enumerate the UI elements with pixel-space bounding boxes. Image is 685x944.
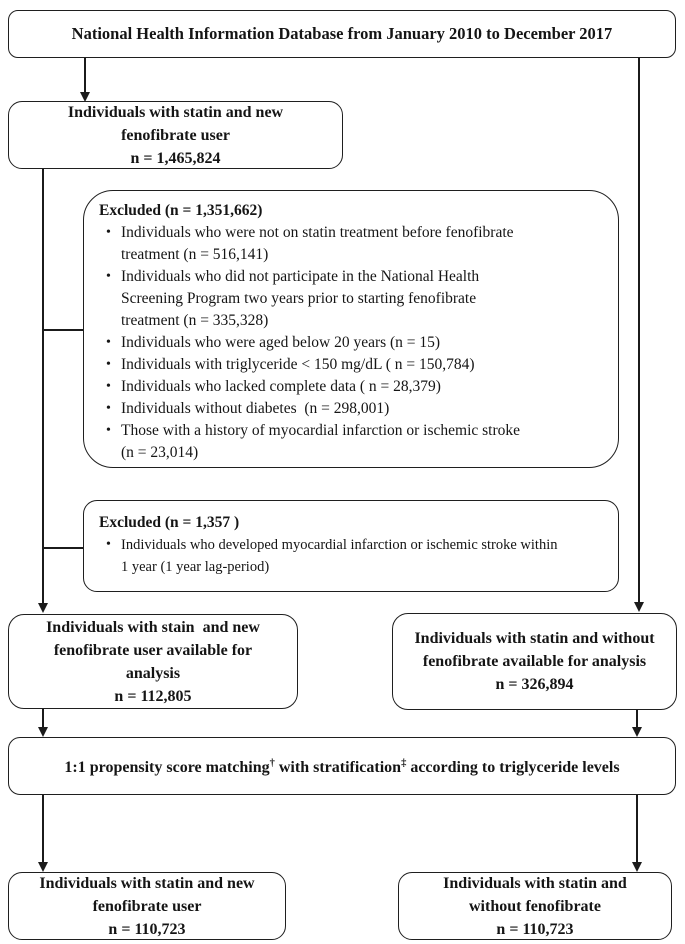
bullet-icon: • <box>106 423 111 438</box>
list-item: • Those with a history of myocardial inf… <box>99 420 608 464</box>
excluded-primary-item-5: Individuals who lacked complete data ( n… <box>121 378 441 395</box>
control-analysis-box: Individuals with statin and without feno… <box>392 613 677 710</box>
double-dagger-icon: ‡ <box>401 758 407 769</box>
arrow-database-to-cohort-line <box>84 58 86 93</box>
arrow-control-to-matching-line <box>636 710 638 728</box>
bullet-icon: • <box>106 401 111 416</box>
matching-text-part2: with stratification <box>274 759 402 776</box>
bullet-icon: • <box>106 225 111 240</box>
arrow-database-to-cohort-head <box>80 92 90 102</box>
arrow-cohort-to-analysis-head <box>38 603 48 613</box>
arrow-cohort-to-analysis-line <box>42 169 44 604</box>
fenofibrate-analysis-box: Individuals with stain and new fenofibra… <box>8 614 298 709</box>
list-item: • Individuals with triglyceride < 150 mg… <box>99 354 608 376</box>
arrow-matching-to-control-line <box>636 795 638 863</box>
fenofibrate-matched-text: Individuals with statin and new fenofibr… <box>39 874 255 938</box>
excluded-lag-box: Excluded (n = 1,357 ) • Individuals who … <box>83 500 619 592</box>
dagger-icon: † <box>269 758 275 769</box>
excluded-primary-item-3: Individuals who were aged below 20 years… <box>121 334 441 351</box>
list-item: • Individuals who were aged below 20 yea… <box>99 332 608 354</box>
cohort-box: Individuals with statin and new fenofibr… <box>8 101 343 169</box>
fenofibrate-analysis-text: Individuals with stain and new fenofibra… <box>46 618 260 705</box>
arrow-control-to-matching-head <box>632 727 642 737</box>
arrow-fenofibrate-to-matching-head <box>38 727 48 737</box>
control-matched-text: Individuals with statin and without feno… <box>443 874 627 938</box>
arrow-matching-to-fenofibrate-line <box>42 795 44 863</box>
cohort-box-text: Individuals with statin and new fenofibr… <box>67 103 284 167</box>
branch-to-excluded-primary-line <box>43 329 84 331</box>
arrow-database-to-control-head <box>634 602 644 612</box>
bullet-icon: • <box>106 335 111 350</box>
excluded-lag-title: Excluded (n = 1,357 ) <box>99 514 240 531</box>
excluded-lag-list: • Individuals who developed myocardial i… <box>99 534 608 578</box>
database-box: National Health Information Database fro… <box>8 10 676 58</box>
bullet-icon: • <box>106 537 111 552</box>
arrow-matching-to-control-head <box>632 862 642 872</box>
list-item: • Individuals without diabetes (n = 298,… <box>99 398 608 420</box>
list-item: • Individuals who did not participate in… <box>99 266 608 332</box>
excluded-primary-item-7: Those with a history of myocardial infar… <box>121 422 521 461</box>
excluded-primary-list: • Individuals who were not on statin tre… <box>99 222 608 464</box>
excluded-primary-item-1: Individuals who were not on statin treat… <box>121 224 514 263</box>
arrow-database-to-control-line <box>638 58 640 603</box>
excluded-primary-item-4: Individuals with triglyceride < 150 mg/d… <box>121 356 475 373</box>
fenofibrate-matched-box: Individuals with statin and new fenofibr… <box>8 872 286 940</box>
branch-to-excluded-lag-line <box>43 547 84 549</box>
bullet-icon: • <box>106 379 111 394</box>
excluded-primary-item-2: Individuals who did not participate in t… <box>121 268 480 329</box>
database-box-text: National Health Information Database fro… <box>71 24 613 43</box>
excluded-primary-item-6: Individuals without diabetes (n = 298,00… <box>121 400 390 417</box>
bullet-icon: • <box>106 269 111 284</box>
arrow-fenofibrate-to-matching-line <box>42 709 44 728</box>
matching-text-part1: 1:1 propensity score matching <box>64 759 270 776</box>
list-item: • Individuals who were not on statin tre… <box>99 222 608 266</box>
excluded-lag-item-1: Individuals who developed myocardial inf… <box>121 537 558 575</box>
bullet-icon: • <box>106 357 111 372</box>
list-item: • Individuals who lacked complete data (… <box>99 376 608 398</box>
control-matched-box: Individuals with statin and without feno… <box>398 872 672 940</box>
list-item: • Individuals who developed myocardial i… <box>99 534 608 578</box>
matching-box: 1:1 propensity score matching† with stra… <box>8 737 676 795</box>
arrow-matching-to-fenofibrate-head <box>38 862 48 872</box>
excluded-primary-box: Excluded (n = 1,351,662) • Individuals w… <box>83 190 619 468</box>
control-analysis-text: Individuals with statin and without feno… <box>414 630 655 693</box>
matching-text-part3: according to triglyceride levels <box>406 759 620 776</box>
excluded-primary-title: Excluded (n = 1,351,662) <box>99 202 263 219</box>
matching-box-text: 1:1 propensity score matching† with stra… <box>64 754 619 778</box>
